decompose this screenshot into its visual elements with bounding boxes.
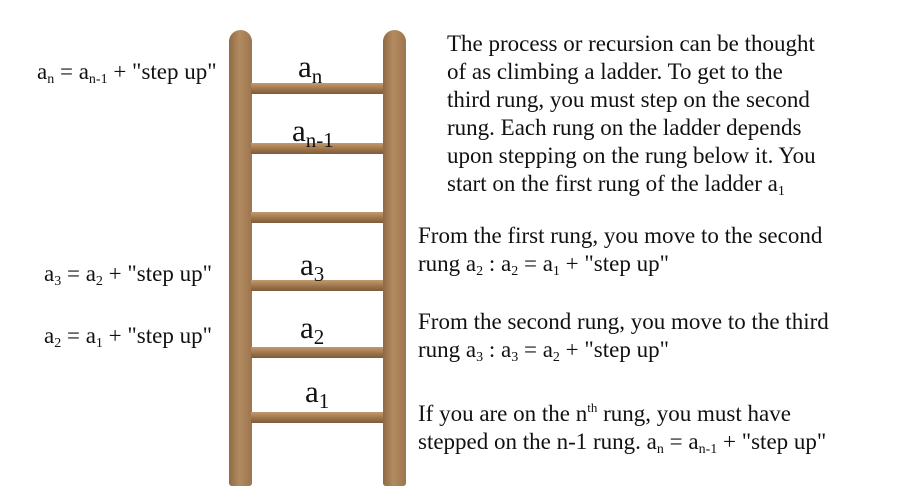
text-segment: third rung, you must step on the second [447,87,810,112]
text-line: of as climbing a ladder. To get to the [447,58,816,86]
text-segment: If you are on the n [418,401,588,426]
rung-label-an: an [298,50,322,93]
subscript: 2 [95,274,103,289]
text-line: If you are on the nth rung, you must hav… [418,394,826,428]
ladder-right-rail [383,30,406,486]
text-segment: start on the first rung of the ladder a [447,171,778,196]
ladder-rung [251,83,383,94]
text-segment: From the first rung, you move to the sec… [418,223,823,248]
text-segment: a [300,247,314,282]
text-segment: a [44,323,55,348]
text-segment: + "step up" [102,261,212,286]
text-segment: a [44,261,55,286]
text-segment: a [292,113,306,148]
ladder-rung [251,280,383,291]
subscript: n [656,442,664,457]
text-line: rung. Each rung on the ladder depends [447,114,816,142]
ladder-left-rail [229,30,252,486]
text-segment: upon stepping on the rung below it. You [447,143,816,168]
subscript: 1 [552,264,560,279]
text-line: rung a2 : a2 = a1 + "step up" [418,250,822,286]
subscript: 3 [54,274,62,289]
subscript: 3 [476,350,484,365]
subscript: 2 [54,336,62,351]
subscript: n [47,72,55,87]
text-segment: = a [663,429,699,454]
text-segment: + "step up" [559,337,669,362]
subscript: 2 [313,325,325,349]
subscript: n-1 [88,72,108,87]
text-line: rung a3 : a3 = a2 + "step up" [418,336,829,372]
subscript: 3 [313,262,325,286]
rung-label-a3: a3 [300,248,324,291]
text-segment: = a [518,251,553,276]
text-segment: a [37,59,48,84]
subscript: n [311,64,323,88]
text-segment: stepped on the n-1 rung. a [418,429,657,454]
text-segment: + "step up" [107,59,217,84]
subscript: 2 [552,350,560,365]
subscript: 1 [318,389,330,413]
equation-a2: a2 = a1 + "step up" [44,322,212,358]
subscript: n-1 [698,442,718,457]
text-segment: From the second rung, you move to the th… [418,309,829,334]
text-line: stepped on the n-1 rung. an = an-1 + "st… [418,428,826,464]
ladder-rung [251,212,383,223]
text-line: third rung, you must step on the second [447,86,816,114]
subscript: 2 [511,264,519,279]
text-segment: rung a [418,251,477,276]
subscript: 3 [511,350,519,365]
text-segment: : a [483,337,512,362]
text-segment: The process or recursion can be thought [447,31,815,56]
text-segment: + "step up" [559,251,669,276]
text-segment: of as climbing a ladder. To get to the [447,59,783,84]
rung-label-an-1: an-1 [292,114,334,157]
subscript: n-1 [305,128,334,152]
text-segment: = a [61,323,96,348]
text-segment: a [300,310,314,345]
equation-an: an = an-1 + "step up" [37,58,217,94]
step3-paragraph: If you are on the nth rung, you must hav… [418,394,826,464]
intro-paragraph: The process or recursion can be thought o… [447,30,816,206]
rung-label-a1: a1 [305,375,329,418]
ladder-rung [251,143,383,154]
rung-label-a2: a2 [300,311,324,354]
ladder-rung [251,347,383,358]
text-segment: rung a [418,337,477,362]
text-segment: a [305,374,319,409]
subscript: 1 [777,184,785,199]
text-segment: = a [61,261,96,286]
text-segment: = a [518,337,553,362]
text-segment: rung, you must have [597,401,791,426]
subscript: 2 [476,264,484,279]
step2-paragraph: From the second rung, you move to the th… [418,308,829,372]
text-line: The process or recursion can be thought [447,30,816,58]
superscript: th [587,400,598,415]
equation-a3: a3 = a2 + "step up" [44,260,212,296]
text-line: From the second rung, you move to the th… [418,308,829,336]
text-segment: a [298,49,312,84]
text-line: From the first rung, you move to the sec… [418,222,822,250]
text-segment: rung. Each rung on the ladder depends [447,115,802,140]
text-segment: : a [483,251,512,276]
step1-paragraph: From the first rung, you move to the sec… [418,222,822,286]
text-line: upon stepping on the rung below it. You [447,142,816,170]
subscript: 1 [95,336,103,351]
text-segment: = a [54,59,89,84]
text-segment: + "step up" [717,429,827,454]
text-line: start on the first rung of the ladder a1 [447,170,816,206]
ladder-rung [251,412,383,423]
text-segment: + "step up" [102,323,212,348]
